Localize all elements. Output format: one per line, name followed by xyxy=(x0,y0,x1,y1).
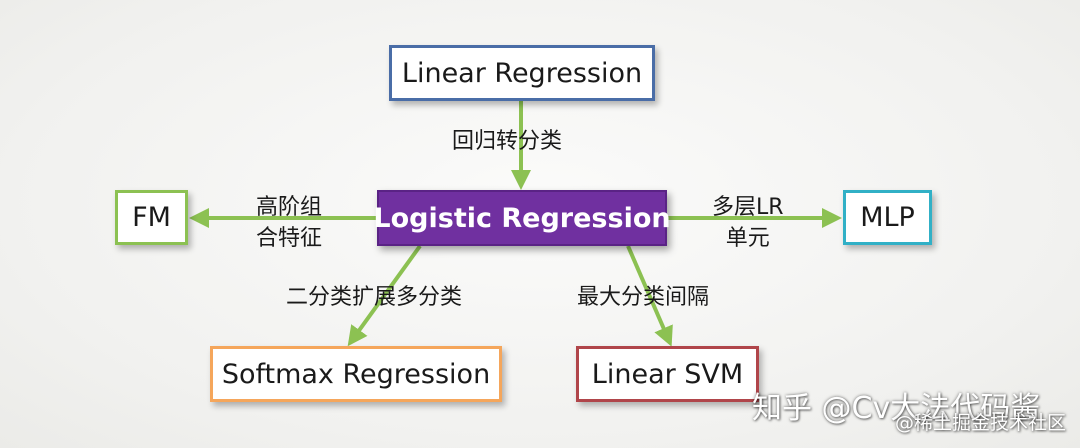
watermark-zhihu: 知乎 @Cv大法代码酱 xyxy=(752,391,1041,426)
label-max-margin: 最大分类间隔 xyxy=(577,285,710,310)
node-linear-svm: Linear SVM xyxy=(576,346,759,402)
label-high-order-features-line1: 高阶组 xyxy=(256,195,323,220)
edge-logistic-to-softmax xyxy=(347,244,422,347)
label-binary-to-multiclass: 二分类扩展多分类 xyxy=(286,285,463,310)
label-multi-layer-lr: 多层LR 单元 xyxy=(712,192,784,254)
label-regression-to-classification: 回归转分类 xyxy=(452,129,563,154)
node-mlp: MLP xyxy=(843,190,932,245)
node-fm: FM xyxy=(115,190,188,245)
node-logistic-regression: Logistic Regression xyxy=(373,190,671,246)
label-high-order-features-line2: 合特征 xyxy=(256,226,323,251)
edge-logistic-to-svm xyxy=(626,245,673,347)
node-linear-regression: Linear Regression xyxy=(389,45,655,101)
label-high-order-features: 高阶组 合特征 xyxy=(256,192,322,254)
watermark-juejin: @稀土掘金技术社区 xyxy=(894,412,1066,434)
label-multi-layer-lr-line2: 单元 xyxy=(725,226,770,251)
node-softmax-regression: Softmax Regression xyxy=(210,346,502,402)
label-multi-layer-lr-line1: 多层LR xyxy=(712,195,784,220)
